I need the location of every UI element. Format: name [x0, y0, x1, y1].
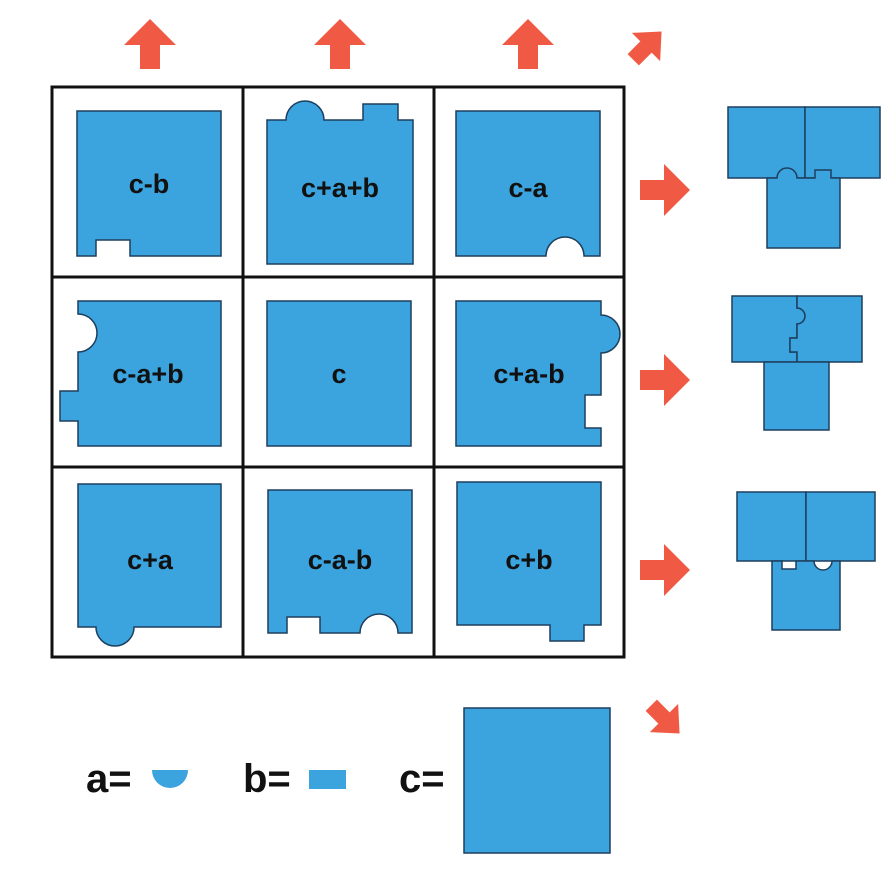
piece-c-minus-a: c-a: [455, 110, 601, 257]
arrow-right-row-1: [640, 164, 690, 216]
piece-c-minus-b: c-b: [76, 110, 222, 257]
arrow-right-row-3: [640, 544, 690, 596]
cell-label-c-b: c-b: [129, 169, 170, 199]
arrow-up-col-2: [314, 19, 366, 69]
arrows: [124, 19, 690, 734]
piece-c-plus-a-plus-b: c+a+b: [266, 100, 414, 265]
assembly-row-2: [731, 295, 863, 431]
arrow-diag-down-right: [645, 699, 680, 734]
grid-frame: [50, 85, 626, 659]
cell-label-c-plus-b: c+b: [505, 545, 552, 575]
cell-label-c-a-b: c+a+b: [301, 173, 379, 203]
piece-c-minus-a-minus-b: c-a-b: [267, 489, 413, 634]
piece-c: c: [266, 300, 412, 447]
legend-b-label: b=: [243, 757, 291, 801]
piece-c-plus-a: c+a: [77, 483, 222, 647]
arrow-up-col-1: [124, 19, 176, 69]
legend: a= b= c=: [86, 707, 611, 854]
cell-label-c-a-plus-b: c-a+b: [112, 359, 183, 389]
cell-label-c-minus-a-minus-b: c-a-b: [308, 545, 373, 575]
assembled-results: [727, 106, 881, 631]
assembly-row-3: [736, 491, 876, 631]
piece-c-minus-a-plus-b: c-a+b: [59, 300, 222, 447]
cell-label-c: c: [331, 359, 346, 389]
half-circle-icon: [152, 770, 188, 788]
square-icon: [463, 707, 611, 854]
piece-c-plus-a-minus-b: c+a-b: [455, 300, 621, 447]
cell-label-c-plus-a-minus-b: c+a-b: [493, 359, 564, 389]
legend-c-label: c=: [399, 757, 445, 801]
legend-a-label: a=: [86, 757, 132, 801]
arrow-right-row-2: [640, 354, 690, 406]
piece-c-plus-b: c+b: [456, 481, 602, 642]
arrow-diag-up-right: [627, 31, 662, 66]
arrow-up-col-3: [502, 19, 554, 69]
cell-label-c-a: c-a: [508, 173, 548, 203]
cell-label-c-plus-a: c+a: [127, 545, 174, 575]
grid-cells: c-b c+a+b c-a c-a+b c c+a-b c+a: [59, 100, 621, 647]
rectangle-icon: [309, 770, 346, 789]
assembly-row-1: [727, 106, 881, 249]
